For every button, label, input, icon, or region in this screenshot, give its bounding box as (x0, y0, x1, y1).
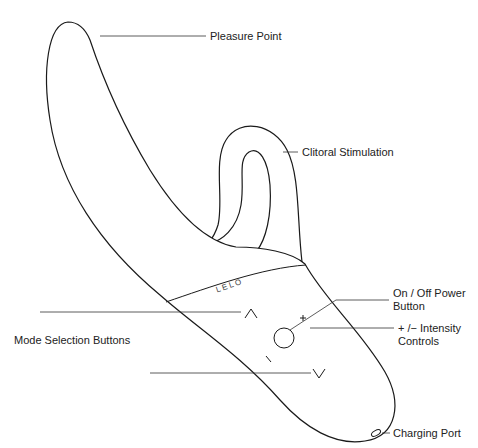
body-seam (166, 265, 306, 302)
mode-up-chevron (245, 309, 257, 318)
part-label: + /− Intensity Controls (398, 322, 474, 348)
part-label: On / Off Power Button (393, 287, 473, 313)
charging-port (370, 428, 381, 437)
mode-down-chevron (313, 369, 325, 378)
leader-line (40, 312, 241, 313)
minus-symbol (266, 356, 271, 362)
part-label: Charging Port (393, 427, 461, 440)
part-label: Clitoral Stimulation (302, 146, 394, 159)
clitoral-arm (208, 126, 302, 262)
vibrator-body (47, 22, 395, 442)
part-label: Pleasure Point (210, 30, 282, 43)
leader-line (310, 328, 394, 329)
leader-line (100, 36, 206, 37)
leader-line (382, 433, 390, 434)
leader-line (150, 373, 311, 374)
power-button (274, 328, 294, 348)
leader-line (290, 300, 389, 330)
part-label: Mode Selection Buttons (14, 334, 130, 347)
leader-line (283, 152, 298, 153)
